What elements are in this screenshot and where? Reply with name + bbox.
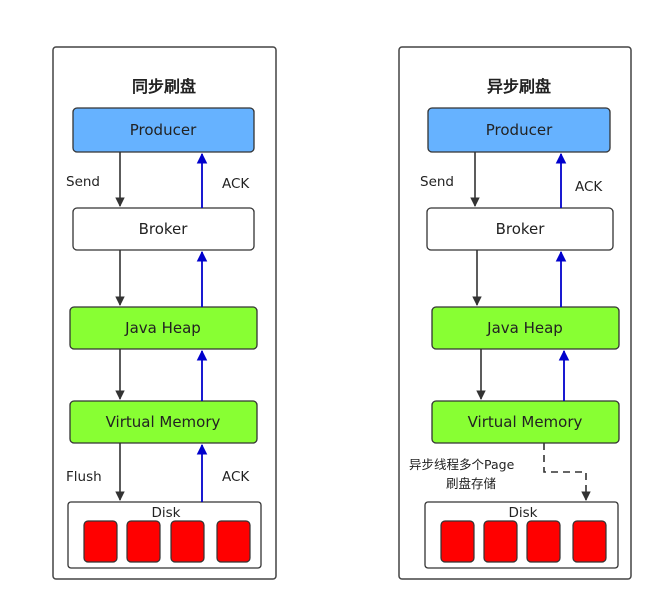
sync-title: 同步刷盘 (132, 77, 196, 96)
async-broker-label: Broker (496, 220, 546, 238)
async-producer-label: Producer (486, 121, 553, 139)
async-java-heap-label: Java Heap (486, 319, 563, 337)
async-panel: 异步刷盘 Producer Broker Java Heap Virtual M… (398, 46, 632, 580)
async-send-label: Send (420, 174, 454, 190)
sync-ack-top-label: ACK (222, 176, 250, 192)
sync-producer-box (72, 107, 255, 153)
async-virtual-memory-label: Virtual Memory (468, 413, 583, 431)
async-disk-block (483, 520, 518, 563)
async-virtual-memory-box (431, 400, 620, 444)
sync-java-heap-box (69, 306, 258, 350)
async-ack-top-label: ACK (575, 179, 603, 195)
async-disk-label: Disk (509, 505, 538, 521)
sync-disk-block (126, 520, 161, 563)
async-disk-block (526, 520, 561, 563)
sync-panel: 同步刷盘 Producer Broker Java Heap Virtual M… (52, 46, 277, 580)
sync-disk-block (216, 520, 251, 563)
sync-broker-label: Broker (139, 220, 189, 238)
sync-send-label: Send (66, 174, 100, 190)
sync-virtual-memory-label: Virtual Memory (106, 413, 221, 431)
async-title: 异步刷盘 (487, 77, 551, 96)
async-producer-box (427, 107, 611, 153)
sync-virtual-memory-box (69, 400, 258, 444)
sync-ack-bottom-label: ACK (222, 469, 250, 485)
async-java-heap-box (431, 306, 620, 350)
sync-producer-label: Producer (130, 121, 197, 139)
async-note-backdrop (404, 455, 540, 493)
sync-java-heap-label: Java Heap (124, 319, 201, 337)
sync-disk-block (83, 520, 118, 563)
sync-flush-label: Flush (66, 469, 102, 485)
async-flush-dashed-arrow (543, 443, 591, 501)
sync-disk-label: Disk (152, 505, 181, 521)
async-broker-box (426, 207, 614, 251)
async-note-line1: 异步线程多个Page (409, 457, 515, 472)
async-note-line2: 刷盘存储 (446, 476, 496, 491)
sync-broker-box (72, 207, 255, 251)
sync-disk-block (170, 520, 205, 563)
async-disk-block (440, 520, 475, 563)
async-disk-block (572, 520, 607, 563)
